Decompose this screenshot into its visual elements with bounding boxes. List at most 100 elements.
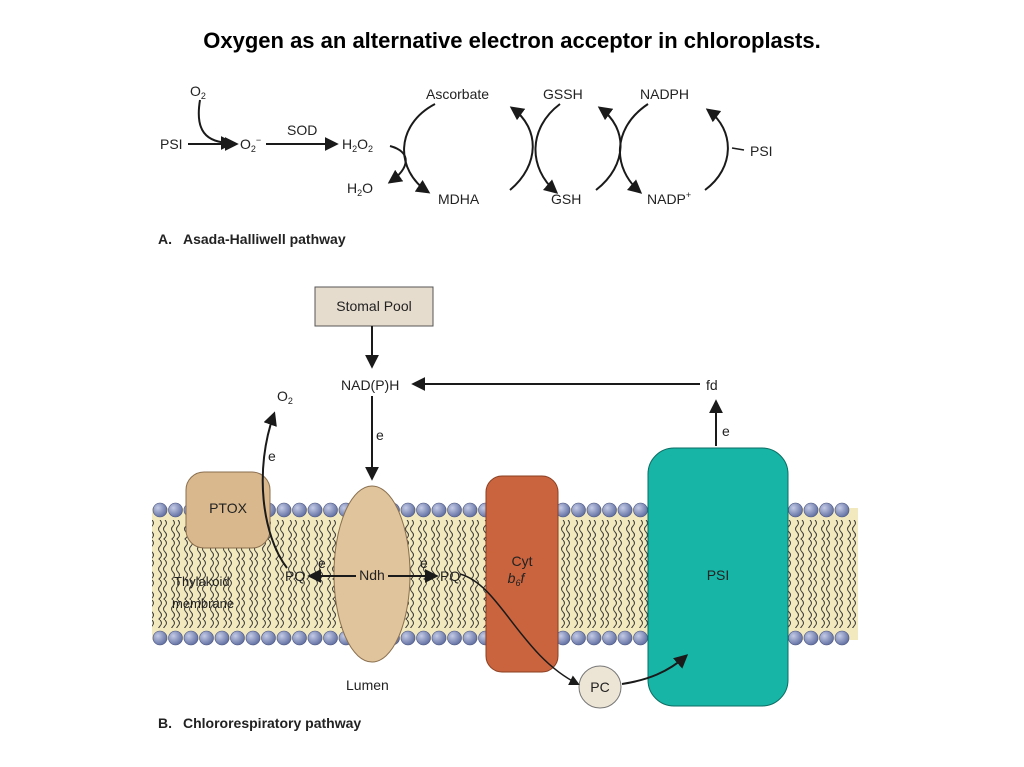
nadph-label-a: NADPH: [640, 86, 689, 102]
lipid-head: [416, 502, 431, 518]
cyt-label: Cyt: [512, 553, 533, 569]
lipid-head: [152, 502, 168, 518]
h2o-label: H2O: [347, 180, 373, 198]
psi-label-b: PSI: [707, 567, 730, 583]
lipid-head: [416, 630, 431, 646]
lumen-label: Lumen: [346, 677, 389, 693]
lipid-head: [152, 630, 168, 646]
lipid-head: [431, 630, 447, 646]
cyt-b6f-label: b6f: [508, 570, 527, 588]
thylakoid-label-2: membrane: [172, 596, 234, 611]
lipid-head: [462, 630, 478, 646]
pc-to-psi-arrow: [621, 654, 689, 685]
lipid-head: [245, 630, 261, 646]
nadph-label-b: NAD(P)H: [341, 377, 399, 393]
lipid-head: [571, 630, 586, 646]
lipid-head: [834, 630, 850, 646]
h2o2-to-h2o-arc: [387, 145, 407, 184]
panel-a-asada-halliwell: O2 PSI O2− SOD H2O2 H2O Ascorbate MDHA G…: [158, 83, 773, 247]
pc-label: PC: [590, 679, 609, 695]
stromal-pool-label: Stomal Pool: [336, 298, 411, 314]
o2-label-b: O2: [277, 388, 293, 406]
pq-to-pc-arrow: [459, 573, 580, 685]
e-left-label: e: [318, 555, 326, 571]
lipid-head: [462, 502, 478, 518]
mdha-to-ascorbate-arc: [509, 106, 534, 191]
ascorbate-to-mdha-arc: [403, 103, 436, 194]
lipid-head: [431, 502, 447, 518]
lipid-head: [834, 502, 850, 518]
lipid-head: [183, 630, 199, 646]
lipid-head: [292, 502, 307, 518]
nadp-plus-label: NADP+: [647, 190, 691, 207]
lipid-head: [199, 630, 214, 646]
h2o2-label: H2O2: [342, 136, 373, 154]
lipid-head: [276, 502, 292, 518]
psi-right-connector: [731, 147, 745, 151]
panel-a-caption: Asada-Halliwell pathway: [183, 231, 346, 247]
lipid-head: [602, 502, 617, 518]
nadph-to-nadp-arc: [618, 103, 649, 194]
lipid-head: [571, 502, 586, 518]
e-right-label: e: [420, 555, 428, 571]
lipid-head: [819, 502, 834, 518]
ndh-label: Ndh: [359, 567, 385, 583]
panel-b-caption: Chlororespiratory pathway: [183, 715, 361, 731]
o2-input-arrow: [197, 99, 235, 150]
lipid-head: [803, 502, 819, 518]
lipid-head: [586, 630, 602, 646]
stromal-pool-box: [314, 286, 434, 327]
cyt-b6f-protein: [485, 475, 559, 673]
e-fd-label: e: [722, 423, 730, 439]
gsh-to-gssh-arc: [595, 106, 622, 191]
gsh-label: GSH: [551, 191, 581, 207]
gssh-to-gsh-arc: [534, 103, 561, 194]
panel-a-caption-letter: A.: [158, 231, 172, 247]
lipid-head: [788, 630, 803, 646]
panel-b-chlororespiratory: Stomal Pool NAD(P)H fd e e PTOX Ndh Cyt …: [152, 286, 858, 731]
lipid-head: [602, 630, 617, 646]
lipid-head: [323, 630, 338, 646]
lipid-head: [819, 630, 834, 646]
psi-right-arc: [704, 108, 729, 191]
lipid-head: [400, 502, 416, 518]
thylakoid-label-1: Thylakoid: [174, 574, 230, 589]
pq-to-o2-arrow: [261, 411, 288, 569]
lipid-head: [168, 502, 183, 518]
lipid-head: [803, 630, 819, 646]
ptox-protein: [185, 471, 271, 549]
ptox-label: PTOX: [209, 500, 248, 516]
psi-right-label: PSI: [750, 143, 773, 159]
lipid-head: [788, 502, 803, 518]
mdha-label: MDHA: [438, 191, 480, 207]
fd-label: fd: [706, 377, 718, 393]
lipid-head: [307, 630, 323, 646]
lipid-head: [214, 630, 230, 646]
pq-right-label: PQ: [440, 568, 460, 584]
lipid-head: [400, 630, 416, 646]
lipid-head: [276, 630, 292, 646]
lipid-head: [307, 502, 323, 518]
superoxide-label: O2−: [240, 135, 261, 154]
lipid-head: [633, 502, 648, 518]
pq-left-label: PQ: [285, 568, 305, 584]
lipid-head: [447, 502, 462, 518]
lipid-head: [323, 502, 338, 518]
psi-left-label: PSI: [160, 136, 183, 152]
lipid-head: [447, 630, 462, 646]
lipid-head: [586, 502, 602, 518]
e-ndh-label: e: [376, 427, 384, 443]
psi-protein: [647, 447, 789, 707]
gssh-label: GSSH: [543, 86, 583, 102]
sod-label: SOD: [287, 122, 317, 138]
e-ptox-label: e: [268, 448, 276, 464]
lipid-head: [617, 630, 633, 646]
pc-carrier: [578, 665, 622, 709]
lipid-head: [230, 630, 245, 646]
ndh-protein: [333, 485, 411, 663]
lipid-head: [292, 630, 307, 646]
lipid-head: [168, 630, 183, 646]
o2-label-a: O2: [190, 83, 206, 101]
lipid-head: [261, 630, 276, 646]
